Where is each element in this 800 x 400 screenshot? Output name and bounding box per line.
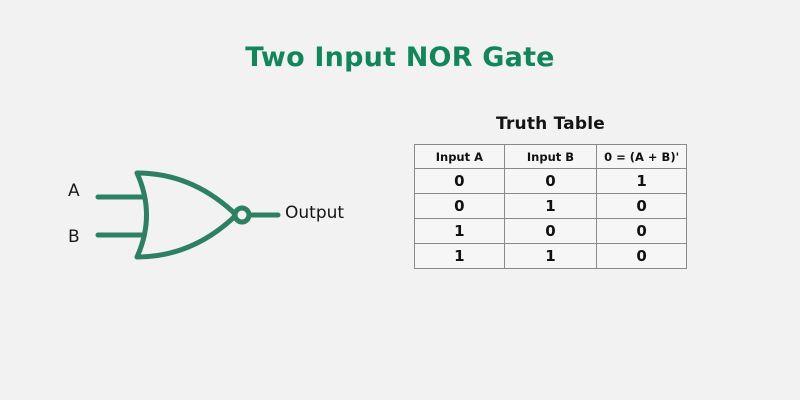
cell-input-a: 1	[414, 218, 505, 244]
input-label-b: B	[68, 227, 80, 247]
truth-table-title: Truth Table	[496, 114, 605, 134]
output-label: Output	[285, 203, 345, 223]
cell-input-b: 1	[503, 193, 598, 219]
table-row: 0 1 0	[414, 193, 687, 219]
cell-input-b: 0	[503, 168, 598, 194]
cell-output: 1	[596, 168, 687, 194]
nor-gate-symbol-svg	[95, 170, 281, 260]
truth-table-header-row: Input A Input B 0 = (A + B)'	[414, 144, 687, 169]
truth-table: Input A Input B 0 = (A + B)' 0 0 1 0 1 0…	[414, 144, 687, 269]
cell-input-a: 0	[414, 193, 505, 219]
input-label-a: A	[68, 181, 80, 201]
nor-gate-diagram: A B Output	[40, 150, 390, 280]
table-row: 1 0 0	[414, 218, 687, 244]
header-input-a: Input A	[414, 144, 505, 169]
table-row: 0 0 1	[414, 168, 687, 194]
cell-output: 0	[596, 243, 687, 269]
cell-input-a: 0	[414, 168, 505, 194]
truth-table-block: Truth Table Input A Input B 0 = (A + B)'…	[414, 114, 687, 269]
cell-input-b: 1	[503, 243, 598, 269]
cell-input-a: 1	[414, 243, 505, 269]
cell-output: 0	[596, 218, 687, 244]
header-input-b: Input B	[503, 144, 598, 169]
table-row: 1 1 0	[414, 243, 687, 269]
header-output: 0 = (A + B)'	[596, 144, 687, 169]
inversion-bubble-icon	[232, 205, 252, 225]
or-gate-body	[134, 170, 237, 260]
cell-output: 0	[596, 193, 687, 219]
cell-input-b: 0	[503, 218, 598, 244]
page-title: Two Input NOR Gate	[245, 42, 555, 73]
